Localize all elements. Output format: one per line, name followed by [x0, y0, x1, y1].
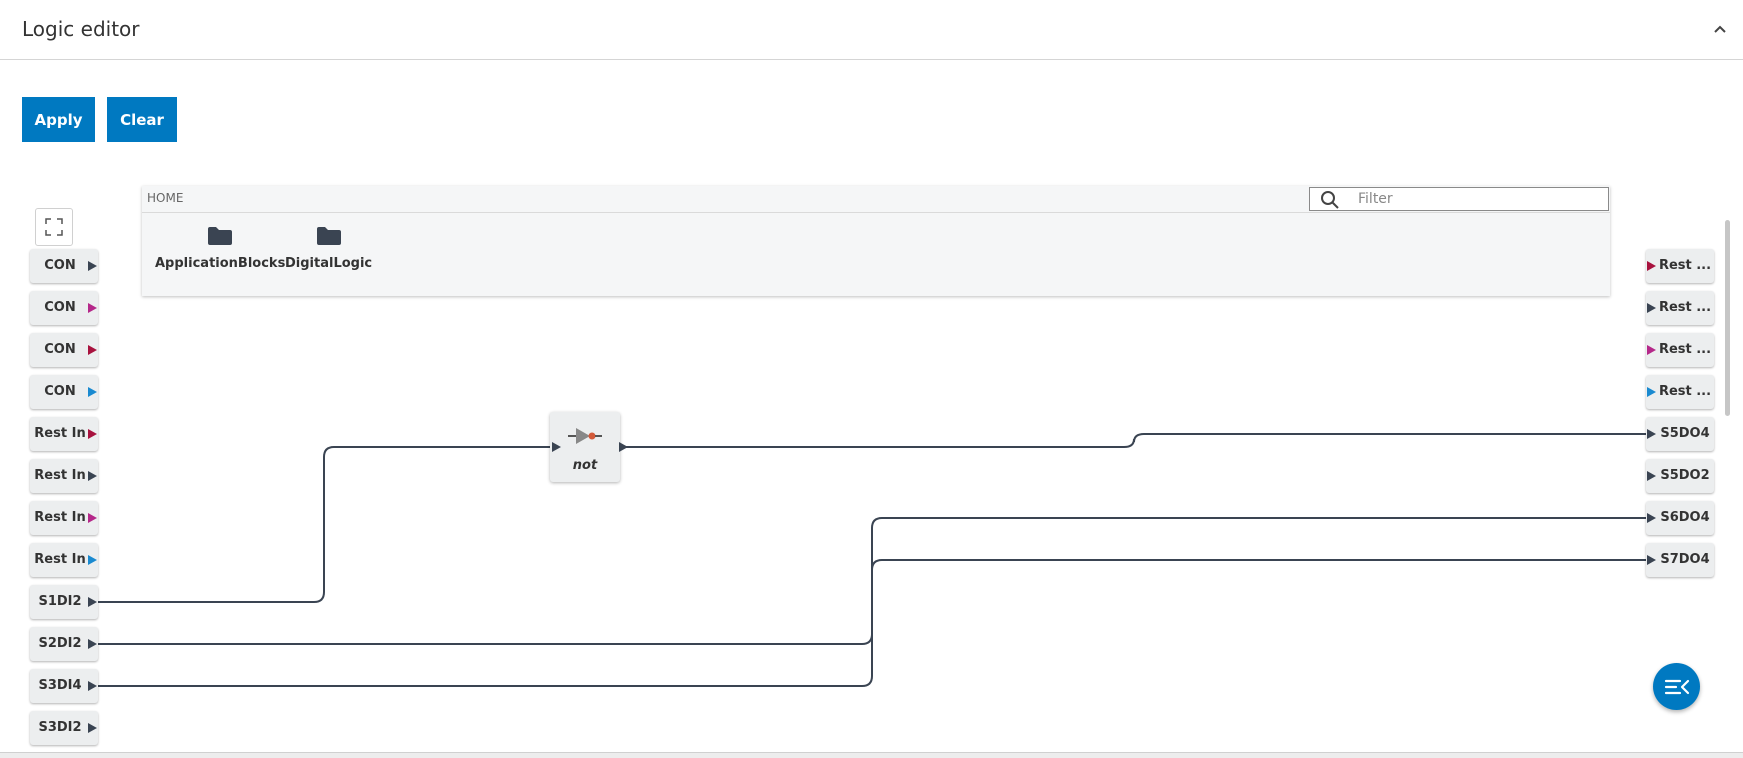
block-label: not [572, 458, 598, 473]
input-port[interactable]: Rest In [30, 501, 98, 535]
page-title: Logic editor [22, 17, 140, 41]
port-label: S3DI4 [38, 678, 82, 693]
port-label: Rest In [34, 468, 86, 483]
vertical-scrollbar[interactable] [1725, 220, 1730, 416]
fullscreen-button[interactable] [35, 208, 73, 246]
port-label: S1DI2 [38, 594, 82, 609]
folder-icon [316, 227, 341, 245]
port-label: S3DI2 [38, 720, 82, 735]
folder-label: ApplicationBlocks [155, 256, 286, 271]
input-port[interactable]: Rest In [30, 459, 98, 493]
port-label: S5DO2 [1660, 468, 1710, 483]
block-library: HOME ApplicationBlocks DigitalLogic [142, 186, 1610, 296]
output-arrow-icon[interactable] [88, 345, 97, 355]
input-port[interactable]: S3DI2 [30, 711, 98, 745]
input-arrow-icon[interactable] [1647, 471, 1656, 481]
folder-label: DigitalLogic [285, 256, 373, 271]
output-port[interactable]: S6DO4 [1646, 501, 1714, 535]
input-port[interactable]: S1DI2 [30, 585, 98, 619]
output-arrow-icon[interactable] [88, 261, 97, 271]
output-arrow-icon[interactable] [88, 681, 97, 691]
output-port[interactable]: Rest ... [1646, 249, 1714, 283]
not-block[interactable]: not [550, 412, 628, 482]
output-arrow-icon[interactable] [88, 513, 97, 523]
port-label: S6DO4 [1660, 510, 1710, 525]
input-arrow-icon[interactable] [1647, 303, 1656, 313]
wire-s1di2-not[interactable] [98, 446, 552, 603]
output-arrow-icon[interactable] [88, 429, 97, 439]
output-arrow-icon[interactable] [88, 555, 97, 565]
input-arrow-icon[interactable] [1647, 555, 1656, 565]
output-port[interactable]: Rest ... [1646, 291, 1714, 325]
clear-button[interactable]: Clear [107, 97, 177, 142]
input-port[interactable]: S3DI4 [30, 669, 98, 703]
chevron-up-icon[interactable] [1709, 18, 1731, 40]
port-label: S7DO4 [1660, 552, 1710, 567]
folder-icon [208, 227, 233, 245]
port-label: Rest In [34, 426, 86, 441]
menu-collapse-icon [1664, 679, 1689, 694]
input-port[interactable]: S2DI2 [30, 627, 98, 661]
input-port[interactable]: CON [30, 375, 98, 409]
output-arrow-icon[interactable] [88, 639, 97, 649]
panel-header: Logic editor [0, 0, 1743, 60]
input-arrow-icon[interactable] [552, 442, 561, 452]
input-arrow-icon[interactable] [1647, 261, 1656, 271]
output-arrow-icon[interactable] [88, 597, 97, 607]
output-arrow-icon[interactable] [88, 723, 97, 733]
port-label: Rest In [34, 510, 86, 525]
input-arrow-icon[interactable] [1647, 387, 1656, 397]
output-arrow-icon[interactable] [88, 471, 97, 481]
folder-digital-logic[interactable]: DigitalLogic [285, 226, 372, 271]
port-label: Rest ... [1658, 342, 1712, 357]
port-label: CON [44, 342, 76, 357]
port-label: Rest ... [1658, 300, 1712, 315]
port-label: S5DO4 [1660, 426, 1710, 441]
input-port[interactable]: CON [30, 333, 98, 367]
port-label: S2DI2 [38, 636, 82, 651]
input-arrow-icon[interactable] [1647, 513, 1656, 523]
port-label: CON [44, 258, 76, 273]
output-arrow-icon[interactable] [88, 303, 97, 313]
input-arrow-icon[interactable] [1647, 345, 1656, 355]
input-port[interactable]: CON [30, 291, 98, 325]
port-label: Rest ... [1658, 258, 1712, 273]
wire-not-s5do4[interactable] [622, 433, 1648, 448]
folder-application-blocks[interactable]: ApplicationBlocks [155, 226, 285, 271]
not-gate-icon [568, 428, 602, 444]
library-toolbar: HOME [142, 186, 1610, 213]
output-port[interactable]: S7DO4 [1646, 543, 1714, 577]
output-port[interactable]: S5DO2 [1646, 459, 1714, 493]
toggle-panel-button[interactable] [1653, 663, 1700, 710]
expand-icon [45, 218, 63, 236]
port-label: CON [44, 300, 76, 315]
port-label: Rest ... [1658, 384, 1712, 399]
output-port[interactable]: Rest ... [1646, 333, 1714, 367]
input-port[interactable]: Rest In [30, 543, 98, 577]
filter-input[interactable] [1358, 189, 1598, 209]
port-label: Rest In [34, 552, 86, 567]
output-arrow-icon[interactable] [619, 442, 628, 452]
wire-s3di4-s7do4[interactable] [98, 559, 1648, 687]
input-arrow-icon[interactable] [1647, 429, 1656, 439]
output-arrow-icon[interactable] [88, 387, 97, 397]
input-port[interactable]: CON [30, 249, 98, 283]
search-icon [1321, 191, 1339, 209]
output-port[interactable]: Rest ... [1646, 375, 1714, 409]
filter-box [1309, 187, 1609, 211]
input-port[interactable]: Rest In [30, 417, 98, 451]
breadcrumb[interactable]: HOME [147, 191, 184, 205]
port-label: CON [44, 384, 76, 399]
apply-button[interactable]: Apply [22, 97, 95, 142]
output-port[interactable]: S5DO4 [1646, 417, 1714, 451]
